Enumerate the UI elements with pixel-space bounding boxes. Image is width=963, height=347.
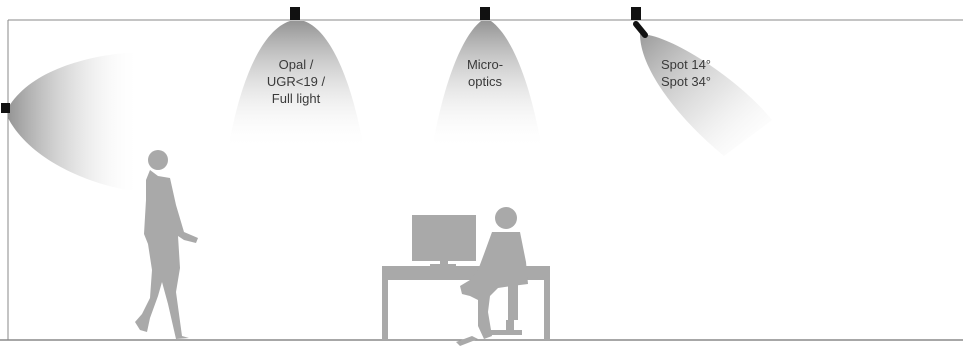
opal-label-line: Opal /	[278, 57, 314, 72]
wall-luminaire-icon	[1, 103, 10, 113]
spot-label: Spot 14° Spot 34°	[640, 56, 732, 90]
spot-light-beam	[640, 34, 772, 156]
seated-person-icon	[460, 207, 528, 339]
office-chair-icon	[456, 284, 522, 346]
desk-icon	[382, 266, 550, 340]
micro-optics-luminaire-icon	[480, 7, 490, 20]
opal-light-beam	[228, 21, 364, 150]
spot-head-icon	[633, 21, 648, 38]
micro-optics-light-beam	[432, 21, 542, 150]
spot-label-line: Spot 14°	[660, 57, 711, 72]
micro-optics-label-line: optics	[468, 74, 502, 89]
micro-optics-label-line: Micro-	[466, 57, 504, 72]
walking-person-icon	[135, 150, 198, 339]
opal-label: Opal / UGR<19 / Full light	[241, 56, 351, 107]
opal-label-line: Full light	[271, 91, 321, 106]
micro-optics-label: Micro- optics	[443, 56, 527, 90]
spot-label-line: Spot 34°	[660, 74, 711, 89]
spot-luminaire-icon	[631, 7, 641, 20]
monitor-icon	[412, 215, 476, 267]
wall-light-beam	[8, 52, 140, 192]
opal-luminaire-icon	[290, 7, 300, 20]
opal-label-line: UGR<19 /	[266, 74, 326, 89]
